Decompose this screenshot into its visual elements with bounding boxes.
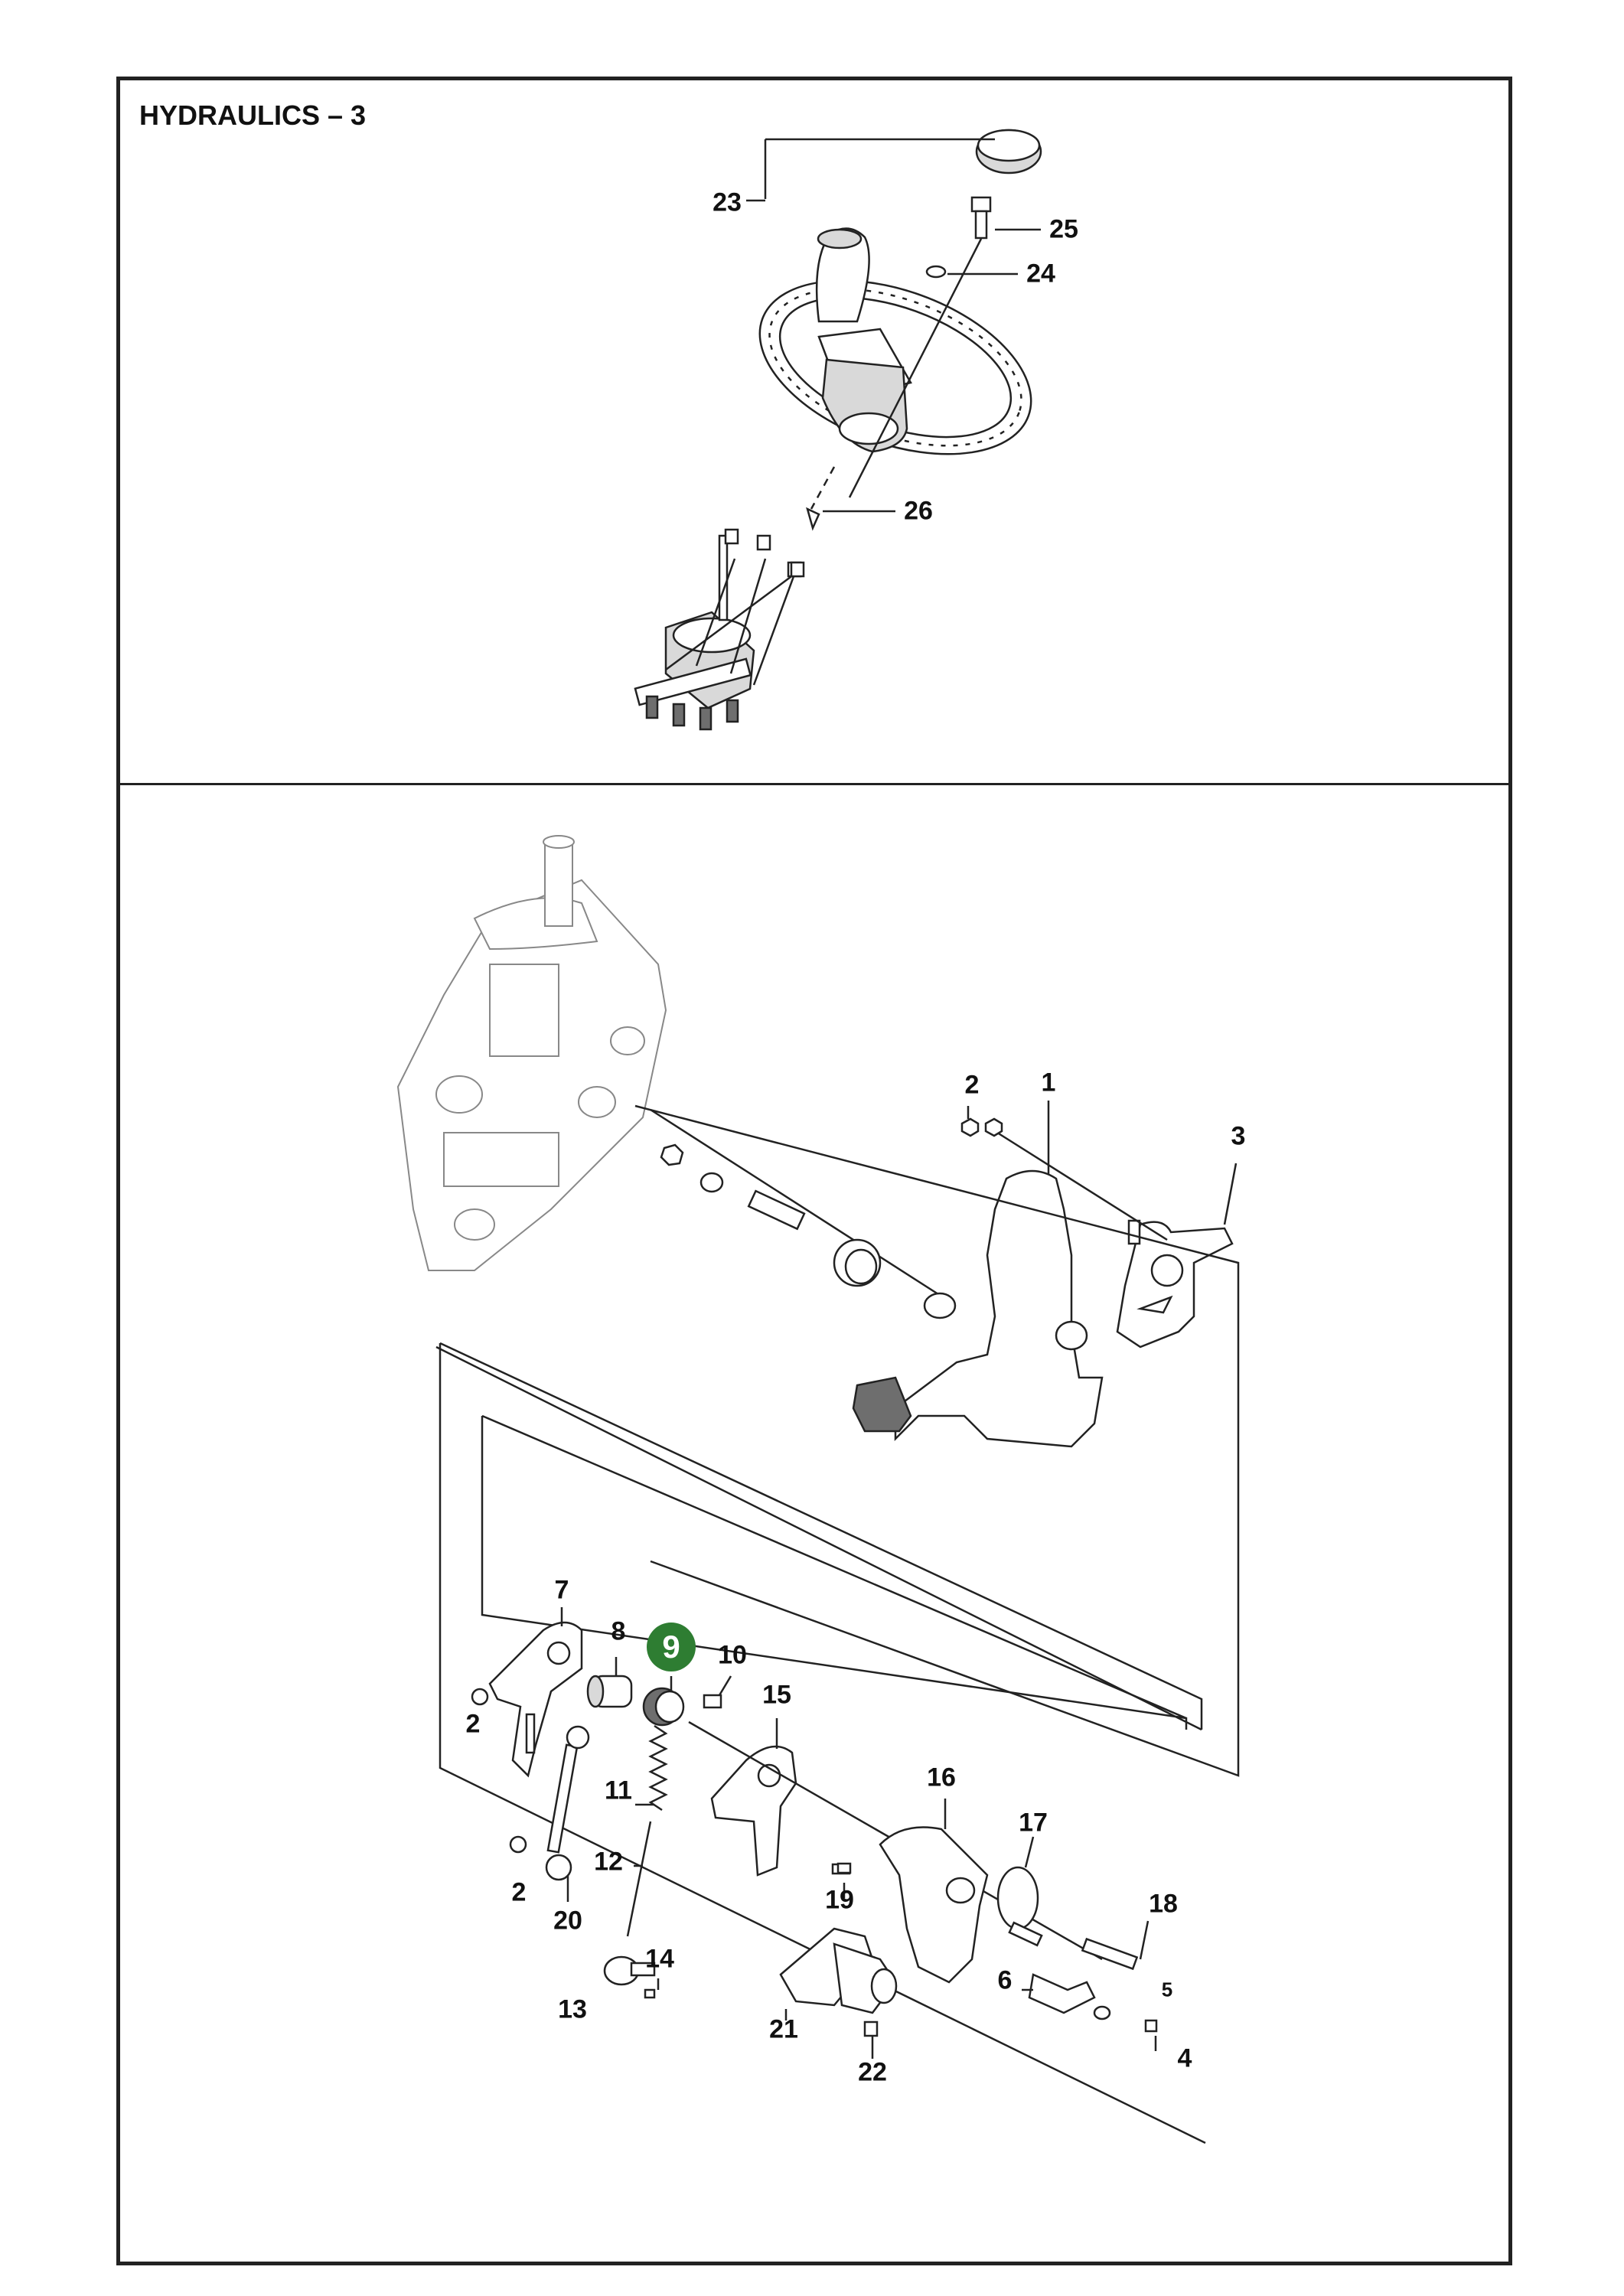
callout-16: 16 <box>927 1763 956 1792</box>
pedal-shaft-parts <box>650 1108 957 1319</box>
callout-18: 18 <box>1149 1889 1178 1919</box>
highlighted-callout-9: 9 <box>647 1623 696 1671</box>
screw-4 <box>1144 2019 1158 2033</box>
assembly-outline-c <box>481 1414 1188 1730</box>
bolt-22 <box>863 2020 879 2037</box>
collar-9 <box>642 1687 685 1727</box>
callout-21: 21 <box>769 2014 798 2044</box>
washer-24 <box>925 265 947 279</box>
bracket-16 <box>879 1826 989 1984</box>
steering-cap <box>975 129 1042 174</box>
pin-14 <box>644 1988 656 1999</box>
callout-leaders <box>560 1101 1238 2059</box>
highlighted-callout-9-label: 9 <box>662 1629 680 1665</box>
washer-5 <box>1093 2005 1111 2020</box>
steering-column-unit <box>634 528 805 731</box>
callout-8: 8 <box>611 1616 626 1646</box>
spacer <box>1008 1921 1043 1947</box>
callout-22: 22 <box>858 2057 887 2087</box>
spinner-knob <box>815 227 870 323</box>
callout-23: 23 <box>713 188 742 217</box>
pedal-arm-1 <box>852 1169 1104 1448</box>
callout-20: 20 <box>553 1906 582 1936</box>
callout-2: 2 <box>964 1070 980 1100</box>
callout-17: 17 <box>1019 1808 1048 1838</box>
diagram-title: HYDRAULICS – 3 <box>139 99 367 131</box>
bolt-25 <box>970 196 992 240</box>
assembly-outline-a <box>435 1104 1240 1777</box>
callout-26: 26 <box>904 496 933 526</box>
bushing-8 <box>586 1675 633 1708</box>
set-screw-10 <box>703 1694 722 1709</box>
bolt-19 <box>836 1862 852 1874</box>
nut-2-a <box>471 1688 489 1706</box>
callout-6: 6 <box>997 1965 1013 1995</box>
bolt-18 <box>1081 1937 1139 1971</box>
callout-3: 3 <box>1231 1121 1246 1151</box>
clip-6 <box>1028 1973 1096 2014</box>
callout-15: 15 <box>762 1680 791 1710</box>
pedal-shaft <box>960 1117 1168 1241</box>
rod-end-13 <box>603 1955 656 1986</box>
callout-11: 11 <box>605 1776 632 1805</box>
washer-17 <box>996 1866 1039 1930</box>
key-26 <box>806 507 820 531</box>
callout-25: 25 <box>1049 214 1078 244</box>
callout-14: 14 <box>645 1944 674 1974</box>
assembly-outline-b <box>439 1342 1206 2144</box>
callout-24: 24 <box>1026 259 1055 289</box>
callout-2-c: 2 <box>511 1877 527 1907</box>
section-divider <box>116 783 1512 785</box>
callout-4: 4 <box>1177 2043 1192 2073</box>
diagram-frame <box>116 77 1512 2265</box>
steering-wheel <box>758 279 1032 455</box>
callout-2-b: 2 <box>465 1709 481 1739</box>
callout-12: 12 <box>594 1847 623 1877</box>
bracket-21 <box>779 1927 898 2014</box>
hydraulic-transmission <box>396 835 667 1271</box>
callout-5: 5 <box>1161 1978 1173 2001</box>
rod-12 <box>626 1821 652 1937</box>
lever-3 <box>1116 1219 1234 1349</box>
callout-10: 10 <box>718 1640 747 1670</box>
lever-15 <box>710 1745 797 1877</box>
nut-2-b <box>509 1835 527 1854</box>
link-20 <box>545 1725 590 1881</box>
callout-1: 1 <box>1041 1068 1056 1097</box>
callout-19: 19 <box>825 1885 854 1915</box>
steering-assembly <box>634 129 1042 731</box>
lever-7 <box>488 1621 583 1778</box>
shaft-axis-dashed <box>810 466 836 510</box>
spring-11 <box>648 1724 668 1812</box>
callout-13: 13 <box>558 1994 587 2024</box>
shaft-axis <box>848 238 983 498</box>
callout-7: 7 <box>554 1575 569 1605</box>
